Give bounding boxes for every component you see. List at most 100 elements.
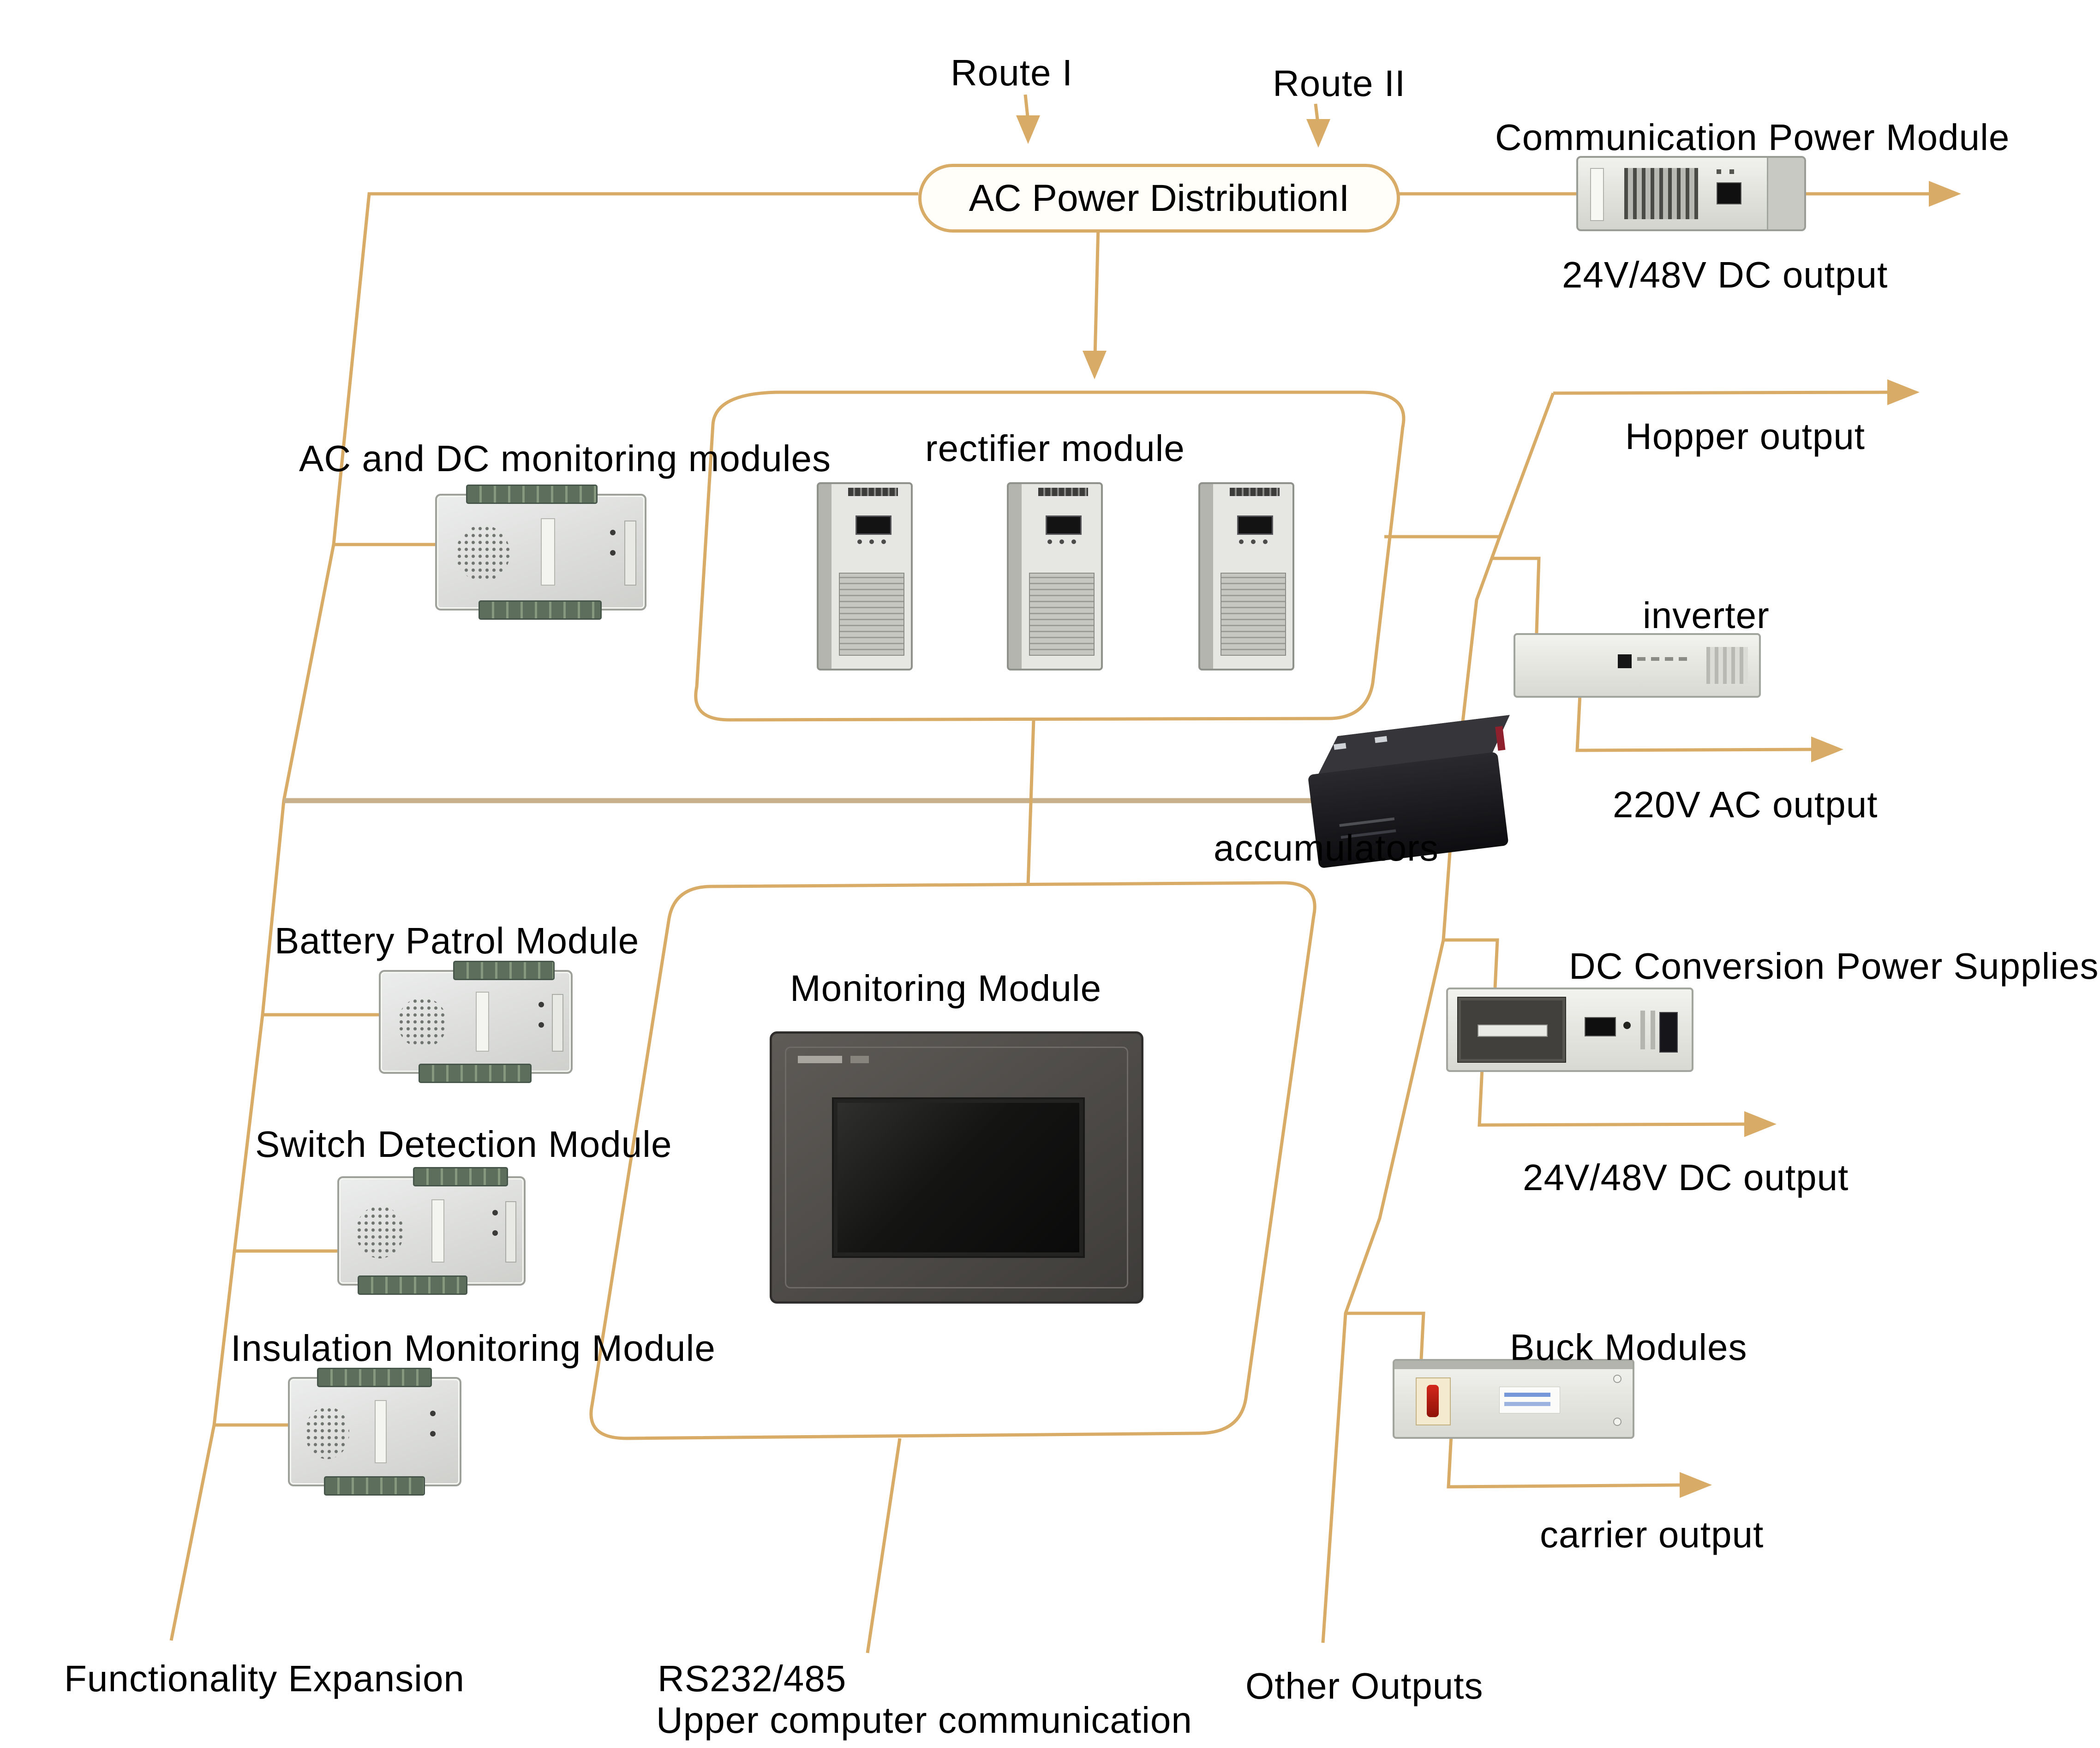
rectifier-unit-2 — [1007, 482, 1103, 670]
buck-label-text-lines — [1504, 1393, 1551, 1397]
buck-red-switch — [1427, 1385, 1439, 1418]
label-dc-output-top: 24V/48V DC output — [1562, 254, 1888, 295]
label-battery-patrol: Battery Patrol Module — [275, 920, 640, 961]
rectifier-box — [694, 390, 1406, 722]
ac-power-distribution-label: AC Power DistributionI — [969, 177, 1350, 219]
label-carrier-output: carrier output — [1540, 1514, 1764, 1555]
module-leds — [492, 1209, 498, 1215]
speaker-grille — [356, 1205, 404, 1259]
rectifier-unit-3 — [1198, 482, 1294, 670]
buck-branch — [1346, 1311, 1425, 1359]
label-functionality-expansion: Functionality Expansion — [64, 1658, 465, 1699]
rectifier-display — [1237, 515, 1273, 535]
label-switch-detection: Switch Detection Module — [255, 1124, 672, 1165]
inverter-grille — [1706, 647, 1748, 684]
label-rs232: RS232/485 — [658, 1658, 847, 1699]
label-route-1: Route I — [951, 52, 1073, 93]
label-ac-dc-monitoring: AC and DC monitoring modules — [299, 438, 831, 479]
label-communication-power-module: Communication Power Module — [1495, 117, 2010, 158]
rectifier-vent-top — [1230, 488, 1280, 496]
dc-conversion-slot — [1477, 1024, 1548, 1037]
label-other-outputs: Other Outputs — [1245, 1665, 1484, 1706]
module-leds — [610, 529, 616, 535]
dc-conversion-branch — [1443, 938, 1499, 988]
terminal-block-top — [317, 1368, 432, 1387]
inverter-button — [1617, 654, 1632, 669]
screw — [1613, 1375, 1621, 1383]
comm-device-vents — [1624, 168, 1698, 220]
label-rectifier-module: rectifier module — [925, 428, 1185, 469]
hopper-output-line — [1553, 390, 1890, 395]
rectifier-to-monitor-line — [1026, 719, 1035, 886]
arrow-comm-output — [1929, 181, 1961, 207]
label-insulation-monitoring: Insulation Monitoring Module — [231, 1328, 716, 1369]
terminal-block-bottom — [323, 1476, 425, 1496]
module-leds — [430, 1410, 436, 1416]
rectifier-vent-top — [1038, 488, 1088, 496]
module-side-port — [624, 520, 636, 586]
buck-switch-plate — [1416, 1377, 1451, 1426]
terminal-block-bottom — [358, 1275, 467, 1295]
label-dc-output-bottom: 24V/48V DC output — [1523, 1157, 1849, 1198]
rectifier-unit-1 — [817, 482, 913, 670]
rectifier-buttons — [857, 539, 862, 544]
speaker-grille — [455, 525, 510, 582]
rectifier-vent-grid — [839, 573, 904, 656]
dc-conversion-knob — [1623, 1022, 1631, 1029]
buck-top-strip — [1394, 1361, 1633, 1369]
monitoring-box — [589, 881, 1316, 1440]
battery-patrol-device — [379, 961, 573, 1083]
buck-label-chip — [1499, 1387, 1561, 1414]
rectifier-display — [856, 515, 891, 535]
ac-dc-monitoring-device — [435, 485, 646, 620]
buck-module-device — [1393, 1359, 1634, 1439]
label-220v-ac-output: 220V AC output — [1613, 784, 1878, 825]
communication-power-device — [1576, 156, 1806, 231]
ac-power-distribution-node: AC Power DistributionI — [918, 164, 1400, 233]
rectifier-display — [1046, 515, 1082, 535]
hmi-bezel-frame — [785, 1047, 1128, 1288]
arrow-carrier — [1680, 1472, 1712, 1498]
rectifier-vent-grid — [1029, 573, 1095, 656]
speaker-grille — [305, 1406, 349, 1460]
dc-conversion-display — [1584, 1017, 1616, 1036]
terminal-block-bottom — [479, 600, 602, 620]
monitoring-module-device — [770, 1031, 1143, 1304]
dc-conversion-vent-panel — [1457, 997, 1567, 1063]
arrow-220v — [1811, 736, 1843, 762]
module-label-slot — [375, 1400, 387, 1463]
dc-conversion-device — [1446, 988, 1693, 1072]
terminal-block-top — [453, 961, 555, 980]
screw — [1613, 1418, 1621, 1426]
pill-to-rectifier-line — [1093, 226, 1100, 357]
dc-conversion-output-line — [1478, 1068, 1747, 1127]
label-buck-modules: Buck Modules — [1510, 1327, 1747, 1368]
dc-conversion-vents — [1640, 1010, 1645, 1049]
label-dc-conversion: DC Conversion Power Supplies — [1569, 946, 2099, 987]
module-label-slot — [541, 518, 555, 586]
arrow-route1 — [1016, 115, 1040, 144]
hmi-logo — [798, 1056, 842, 1063]
arrow-dc-output — [1744, 1111, 1777, 1137]
rectifier-vent-grid — [1221, 573, 1286, 656]
inverter-branch — [1491, 557, 1541, 634]
comm-device-leds — [1717, 169, 1721, 174]
module-label-slot — [431, 1199, 444, 1263]
inverter-device — [1514, 633, 1761, 698]
left-bus-line — [169, 192, 918, 1641]
module-leds — [538, 1002, 544, 1008]
label-hopper-output: Hopper output — [1625, 416, 1866, 457]
label-inverter: inverter — [1643, 595, 1770, 636]
module-side-port — [505, 1201, 516, 1263]
insulation-monitoring-device — [288, 1368, 461, 1496]
rectifier-buttons — [1047, 539, 1052, 544]
switch-detection-device — [337, 1167, 526, 1295]
arrow-route2 — [1306, 119, 1330, 148]
rectifier-vent-top — [848, 488, 898, 496]
comm-device-slot — [1590, 168, 1604, 221]
inverter-output-line — [1575, 694, 1814, 752]
rectifier-buttons — [1239, 539, 1244, 544]
buck-output-line — [1447, 1435, 1682, 1489]
inverter-markings — [1637, 657, 1693, 661]
